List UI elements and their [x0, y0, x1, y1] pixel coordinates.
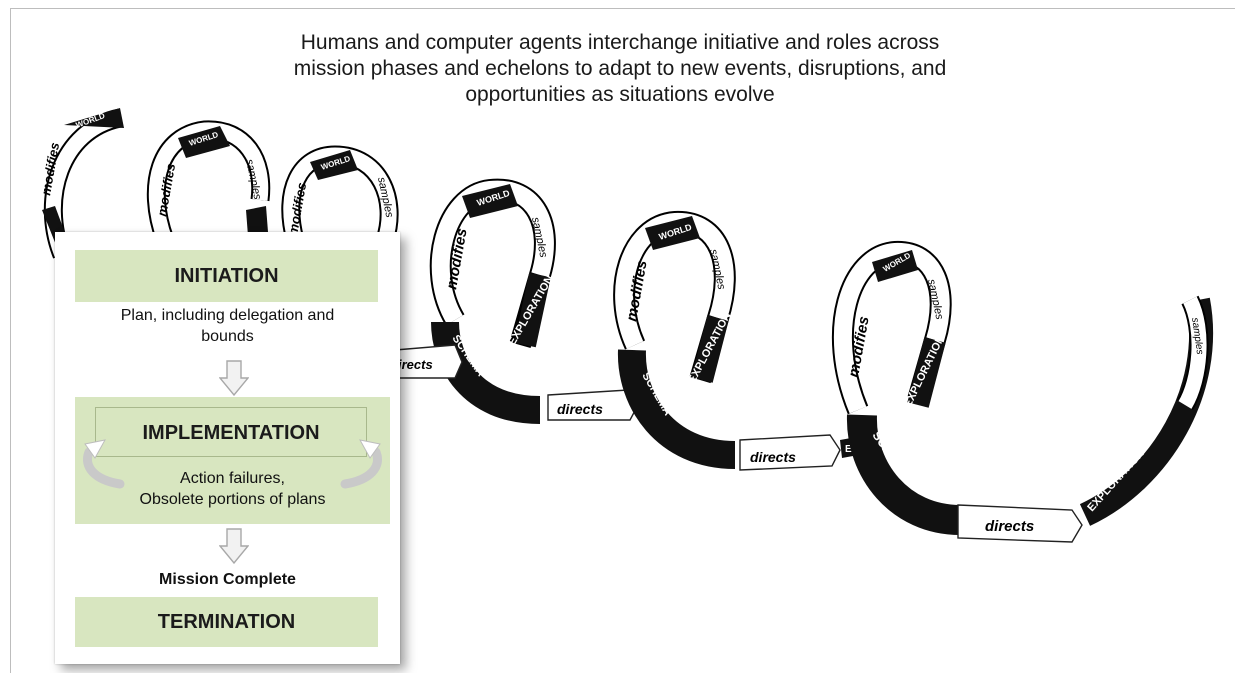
caption-line-2: mission phases and echelons to adapt to …	[293, 57, 947, 80]
figure-caption: Humans and computer agents interchange i…	[200, 30, 1040, 108]
termination-title: TERMINATION	[157, 611, 296, 633]
initiation-box: INITIATION	[75, 250, 378, 302]
caption-line-3: opportunities as situations evolve	[465, 83, 775, 106]
figure-frame	[10, 8, 1235, 673]
termination-box: TERMINATION	[75, 597, 378, 647]
initiation-title: INITIATION	[174, 265, 279, 287]
spiral-loop-4: WORLD modifies samples EXPLORATION SCHEM…	[394, 178, 639, 424]
loop3-directs-label: irects	[398, 357, 433, 372]
down-arrow-icon	[219, 360, 249, 396]
implementation-box: IMPLEMENTATION	[75, 397, 390, 524]
down-arrow-icon	[219, 528, 249, 564]
initiation-note-line-1: Plan, including delegation and	[120, 307, 335, 324]
left-cycle-arrow-icon	[83, 439, 125, 489]
caption-line-1: Humans and computer agents interchange i…	[300, 31, 940, 54]
mission-phases-panel: INITIATION Plan, including delegation an…	[55, 232, 400, 664]
spiral-loop-5: WORLD modifies samples EXPLORATION SCHEM…	[613, 211, 864, 471]
right-cycle-arrow-icon	[340, 439, 382, 489]
initiation-note: Plan, including delegation and bounds	[65, 305, 390, 347]
initiation-note-line-2: bounds	[201, 328, 254, 345]
spiral-loop-3: WORLD modifies samples	[281, 145, 399, 243]
implementation-title: IMPLEMENTATION	[142, 422, 320, 444]
implementation-note-line-2: Obsolete portions of plans	[139, 491, 326, 508]
implementation-note-line-1: Action failures,	[180, 470, 285, 487]
spiral-loop-2: WORLD modifies samples	[146, 120, 271, 244]
loop4-directs-label: directs	[557, 401, 603, 417]
mission-complete-label: Mission Complete	[159, 571, 296, 588]
implementation-title-frame: IMPLEMENTATION	[95, 407, 367, 457]
loop6-outer-samples-label: samples	[1189, 317, 1205, 355]
loop5-directs-label: directs	[750, 449, 796, 465]
loop6-directs-label: directs	[985, 518, 1034, 535]
implementation-note: Action failures, Obsolete portions of pl…	[75, 468, 390, 510]
spiral-loop-6: WORLD modifies samples EXPLORATION SCHEM…	[831, 241, 1214, 543]
